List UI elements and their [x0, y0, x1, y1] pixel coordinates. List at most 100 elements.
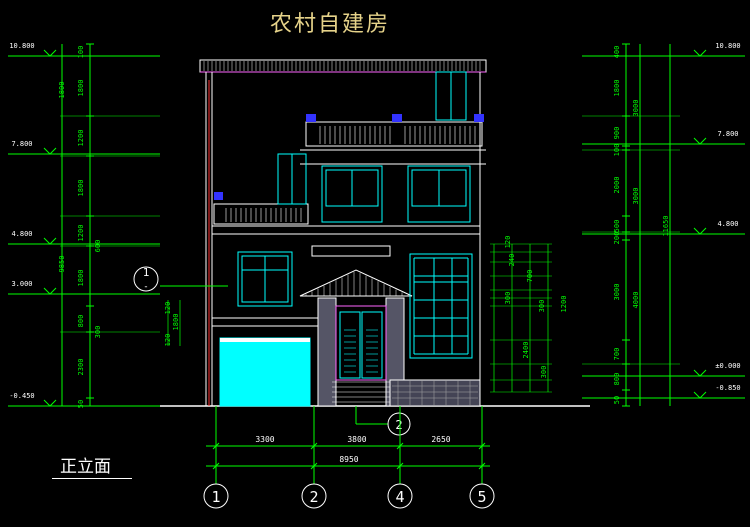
left-dimension-chain: 10.8007.8004.8003.000-0.4501001800120018… [8, 42, 160, 408]
dim-label: 1800 [77, 80, 85, 97]
dim-label: 120 [164, 334, 172, 347]
level-marker [43, 399, 57, 407]
callout-1-sheet: - [143, 282, 148, 292]
dim-tick [212, 442, 220, 450]
elevation-label: 4.800 [11, 230, 32, 238]
level-marker [43, 147, 57, 155]
top-balcony [305, 71, 484, 147]
elevation-label: ±0.000 [715, 362, 740, 370]
dim-label: 700 [526, 270, 534, 283]
axis-label: 1 [211, 488, 220, 506]
view-label: 正立面 [60, 457, 111, 477]
dim-tick [396, 442, 404, 450]
dim-tick [310, 442, 318, 450]
dim-label: 3000 [632, 188, 640, 205]
building-outline [199, 59, 487, 406]
tall-window [409, 253, 473, 359]
dim-label: 300 [504, 292, 512, 305]
elevation-label: 10.800 [715, 42, 740, 50]
total-width-label: 8950 [339, 455, 358, 464]
dim-label: 1800 [77, 270, 85, 287]
level-marker [43, 287, 57, 295]
elevation-label: -0.450 [9, 392, 34, 400]
stone-base [389, 379, 481, 407]
axis-bubble [301, 483, 327, 509]
elevation-label: 10.800 [9, 42, 34, 50]
dim-label: 2650 [431, 435, 450, 444]
dim-label: 800 [77, 315, 85, 328]
level-marker [693, 137, 707, 145]
entrance-porch [299, 245, 413, 407]
window-dimension-chain: 120 240 700 300 300 1200 2400 300 [490, 236, 568, 393]
dim-label: 120 [504, 236, 512, 249]
dim-label: 1200 [77, 225, 85, 242]
dim-label: 1800 [613, 80, 621, 97]
dim-label: 3000 [613, 284, 621, 301]
dim-tick [478, 442, 486, 450]
dim-label: 500 [613, 220, 621, 233]
dim-label: 2000 [613, 177, 621, 194]
dim-label: 400 [613, 46, 621, 59]
dim-label: 1800 [58, 82, 66, 99]
level-marker [693, 49, 707, 57]
axis-bubble [387, 483, 413, 509]
dim-label: 100 [77, 46, 85, 59]
dim-label: 3000 [632, 100, 640, 117]
second-floor-windows [321, 165, 471, 223]
dim-tick [478, 462, 486, 470]
axis-label: 5 [477, 488, 486, 506]
dim-label: 2300 [77, 359, 85, 376]
dim-label: 800 [613, 373, 621, 386]
dim-label: 300 [538, 300, 546, 313]
dim-label: 240 [508, 254, 516, 267]
section-callout-1: 1 - [133, 266, 228, 292]
roof-eave-hatch [203, 61, 481, 71]
dim-label: 3800 [347, 435, 366, 444]
elevation-label: 4.800 [717, 220, 738, 228]
dim-label: 1200 [77, 130, 85, 147]
level-marker [693, 227, 707, 235]
elevation-label: 7.800 [717, 130, 738, 138]
dim-label: 1800 [172, 314, 180, 331]
elevation-label: 7.800 [11, 140, 32, 148]
ground-floor-window [237, 251, 293, 307]
callout-2-number: 2 [395, 418, 402, 432]
level-marker [43, 49, 57, 57]
axis-bubble [203, 483, 229, 509]
dim-tick [310, 462, 318, 470]
dim-label: 2400 [522, 342, 530, 359]
view-label-underline [52, 478, 132, 479]
dim-label: 300 [540, 366, 548, 379]
garage-door [219, 337, 311, 407]
horizontal-dimension-chain: 3300 3800 2650 8950 [206, 406, 490, 484]
callout-1-number: 1 [143, 266, 150, 279]
drawing-title: 农村自建房 [270, 12, 391, 37]
right-dimension-chain: 10.8007.8004.800±0.000-0.850400180090010… [582, 42, 745, 407]
dim-label: 11650 [662, 215, 670, 236]
second-floor-balcony [213, 153, 309, 225]
dim-label: 200 [613, 232, 621, 245]
level-marker [43, 237, 57, 245]
dim-tick [212, 462, 220, 470]
axis-label: 4 [395, 488, 404, 506]
dim-label: 3300 [255, 435, 274, 444]
dim-label: 700 [613, 348, 621, 361]
dim-label: 1200 [560, 296, 568, 313]
axis-label: 2 [309, 488, 318, 506]
axis-bubble [469, 483, 495, 509]
elevation-label: -0.850 [715, 384, 740, 392]
dim-label: 900 [613, 127, 621, 140]
dim-label: 9850 [58, 256, 66, 273]
axis-grid-bubbles: 1 2 4 5 [203, 483, 495, 509]
level-marker [693, 369, 707, 377]
dim-label: 120 [164, 302, 172, 315]
dim-tick [396, 462, 404, 470]
elevation-label: 3.000 [11, 280, 32, 288]
level-marker [693, 391, 707, 399]
section-callout-2: 2 [355, 406, 411, 436]
dim-label: 4000 [632, 292, 640, 309]
dim-label: 1800 [77, 180, 85, 197]
dim-label: 50 [613, 396, 621, 404]
